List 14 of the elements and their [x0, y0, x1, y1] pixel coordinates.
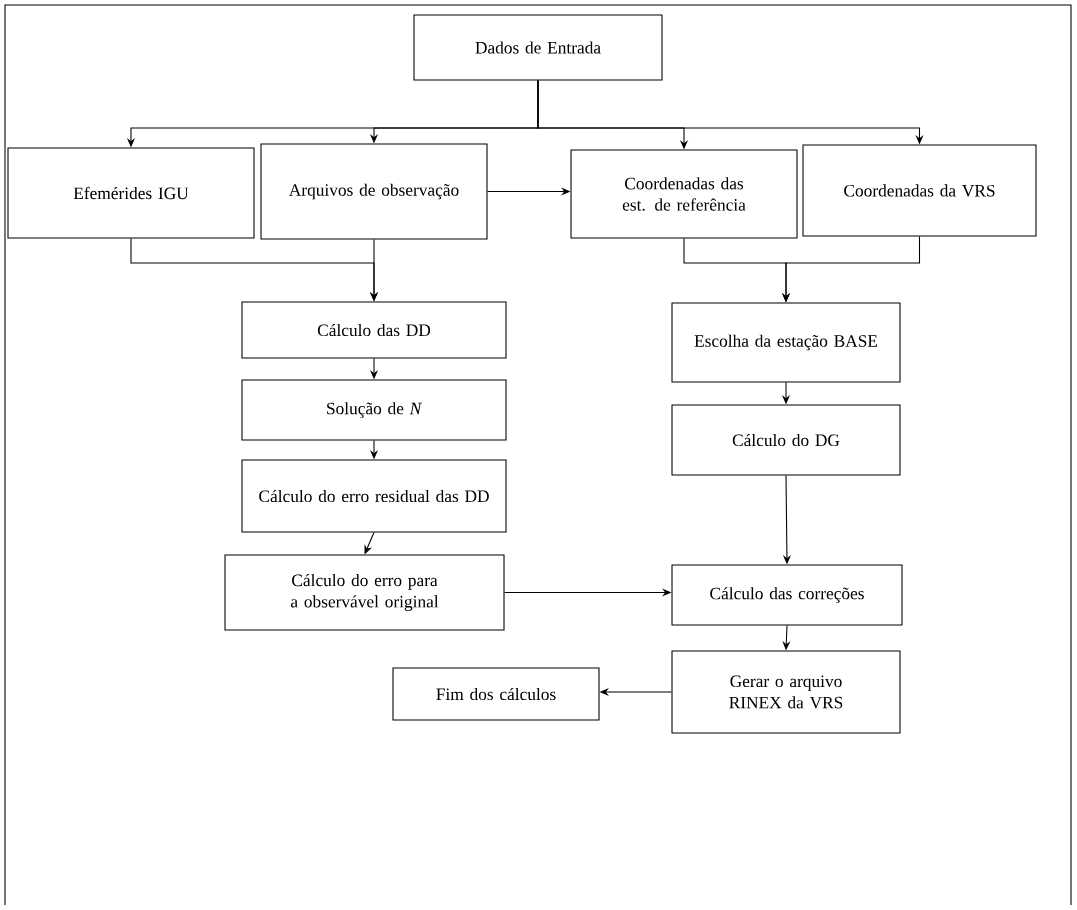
process-box: Cálculo do erro para a observável original	[224, 554, 505, 631]
process-box: Escolha da estação BASE	[671, 302, 901, 383]
process-box: Fim dos cálculos	[392, 667, 600, 721]
process-box: Solução de N	[241, 379, 507, 441]
process-box: Arquivos de observação	[260, 143, 488, 240]
process-box: Cálculo do DG	[671, 404, 901, 476]
process-box: Gerar o arquivo RINEX da VRS	[671, 650, 901, 734]
process-box: Dados de Entrada	[413, 14, 663, 81]
process-box: Coordenadas das est. de referência	[570, 149, 798, 239]
process-box: Cálculo das correções	[671, 564, 903, 626]
process-box: Coordenadas da VRS	[802, 144, 1037, 237]
process-box: Cálculo do erro residual das DD	[241, 459, 507, 533]
process-box: Efemérides IGU	[7, 147, 255, 239]
process-box: Cálculo das DD	[241, 301, 507, 359]
